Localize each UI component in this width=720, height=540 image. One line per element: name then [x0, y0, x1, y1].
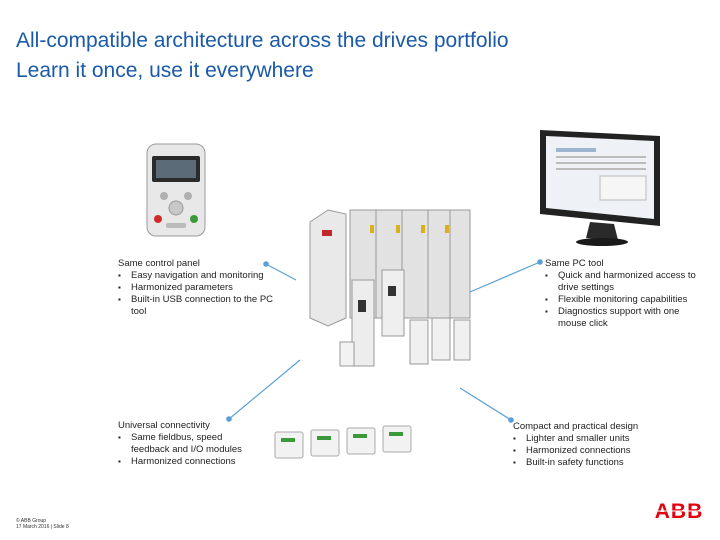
- page-title: All-compatible architecture across the d…: [16, 26, 509, 86]
- pc-tool-block: Same PC tool Quick and harmonized access…: [545, 258, 705, 330]
- control-panel-item: Harmonized parameters: [118, 282, 278, 294]
- pc-tool-item: Flexible monitoring capabilities: [545, 294, 705, 306]
- connector-lines: [228, 261, 541, 421]
- connectivity-heading: Universal connectivity: [118, 420, 210, 431]
- footer-date-slide: 17 March 2016 | Slide 8: [16, 524, 69, 530]
- monitor-image: [540, 130, 660, 246]
- connectivity-item: Harmonized connections: [118, 456, 258, 468]
- pc-tool-item: Diagnostics support with one mouse click: [545, 306, 705, 330]
- pc-tool-heading: Same PC tool: [545, 258, 604, 269]
- connectivity-block: Universal connectivity Same fieldbus, sp…: [118, 420, 258, 468]
- control-panel-heading: Same control panel: [118, 258, 200, 269]
- compact-design-heading: Compact and practical design: [513, 421, 639, 432]
- control-panel-image: [146, 143, 206, 237]
- title-line-2: Learn it once, use it everywhere: [16, 59, 314, 82]
- compact-design-item: Built-in safety functions: [513, 457, 683, 469]
- connectivity-item: Same fieldbus, speed feedback and I/O mo…: [118, 432, 258, 456]
- io-modules-image: [274, 425, 412, 459]
- control-panel-item: Built-in USB connection to the PC tool: [118, 294, 278, 318]
- connector-dots: [226, 259, 543, 423]
- control-panel-block: Same control panel Easy navigation and m…: [118, 258, 278, 318]
- footer: © ABB Group 17 March 2016 | Slide 8: [16, 518, 69, 530]
- drive-cabinets-image: [309, 209, 471, 367]
- title-line-1: All-compatible architecture across the d…: [16, 29, 509, 52]
- control-panel-item: Easy navigation and monitoring: [118, 270, 278, 282]
- pc-tool-item: Quick and harmonized access to drive set…: [545, 270, 705, 294]
- abb-logo: ABB: [654, 500, 704, 522]
- footer-copyright: © ABB Group: [16, 518, 47, 524]
- compact-design-item: Lighter and smaller units: [513, 433, 683, 445]
- compact-design-block: Compact and practical design Lighter and…: [513, 421, 683, 469]
- compact-design-item: Harmonized connections: [513, 445, 683, 457]
